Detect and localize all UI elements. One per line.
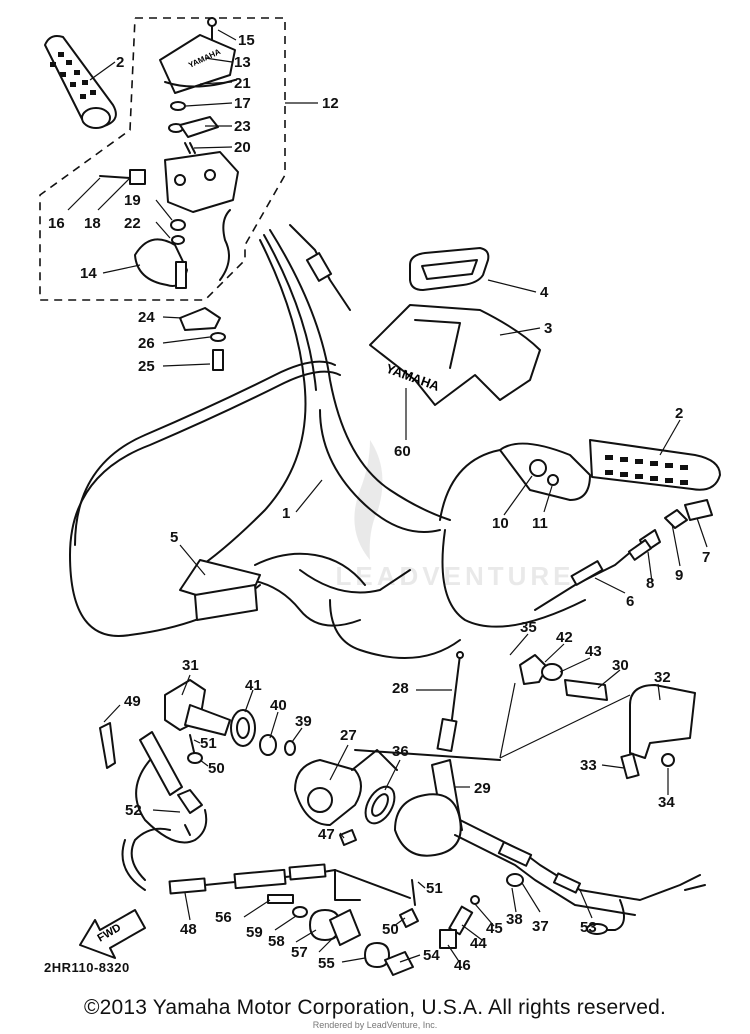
callout-39: 39 <box>295 713 312 730</box>
callout-60: 60 <box>394 443 411 460</box>
lower-cable <box>121 827 419 976</box>
cable-junction <box>179 559 261 621</box>
callout-4: 4 <box>540 284 549 301</box>
callout-18: 18 <box>84 215 101 232</box>
callout-31: 31 <box>182 657 199 674</box>
callout-19: 19 <box>124 192 141 209</box>
callout-41: 41 <box>245 677 262 694</box>
callout-28: 28 <box>392 680 409 697</box>
handlebar-cover: YAMAHA <box>369 304 541 406</box>
starter-assembly <box>294 749 398 846</box>
rendered-by-note: Rendered by LeadVenture, Inc. <box>312 1020 438 1030</box>
callout-54: 54 <box>423 947 440 964</box>
callout-34: 34 <box>658 794 675 811</box>
callout-21: 21 <box>234 75 251 92</box>
callout-15: 15 <box>238 32 255 49</box>
callout-8: 8 <box>646 575 654 592</box>
callout-25: 25 <box>138 358 155 375</box>
throttle-housing <box>99 151 239 289</box>
callout-57: 57 <box>291 944 308 961</box>
callout-14: 14 <box>80 265 97 282</box>
callout-47: 47 <box>318 826 335 843</box>
callout-50-lower: 50 <box>382 921 399 938</box>
small-washers <box>168 101 219 154</box>
callout-6: 6 <box>626 593 634 610</box>
callout-53: 53 <box>580 919 597 936</box>
callout-2-left: 2 <box>116 54 124 71</box>
watermark-text: LEADVENTURE <box>335 561 574 591</box>
left-grip <box>44 35 117 129</box>
callout-59: 59 <box>246 924 263 941</box>
choke-assembly <box>99 679 296 844</box>
watermark: LEADVENTURE <box>335 440 574 591</box>
callout-43: 43 <box>585 643 602 660</box>
fwd-arrow-icon: FWD <box>79 909 146 959</box>
callout-51-lower: 51 <box>426 880 443 897</box>
callout-51-upper: 51 <box>200 735 217 752</box>
callout-22: 22 <box>124 215 141 232</box>
callout-45: 45 <box>486 920 503 937</box>
callout-27: 27 <box>340 727 357 744</box>
callout-55: 55 <box>318 955 335 972</box>
callout-9: 9 <box>675 567 683 584</box>
callout-49: 49 <box>124 693 141 710</box>
callout-42: 42 <box>556 629 573 646</box>
callout-44: 44 <box>470 935 487 952</box>
callout-13: 13 <box>234 54 251 71</box>
callout-24: 24 <box>138 309 155 326</box>
callout-1: 1 <box>282 505 290 522</box>
callout-32: 32 <box>654 669 671 686</box>
copyright-footer: ©2013 Yamaha Motor Corporation, U.S.A. A… <box>83 996 667 1019</box>
cover-gasket <box>409 247 490 291</box>
callout-5: 5 <box>170 529 178 546</box>
callout-12: 12 <box>322 95 339 112</box>
callout-10: 10 <box>492 515 509 532</box>
cables <box>69 209 586 659</box>
callout-36: 36 <box>392 743 409 760</box>
callout-11: 11 <box>532 515 548 532</box>
callout-52: 52 <box>125 802 142 819</box>
right-grip <box>499 439 721 553</box>
throttle-cover: YAMAHA <box>159 17 236 94</box>
callout-20: 20 <box>234 139 251 156</box>
callout-40: 40 <box>270 697 287 714</box>
callout-23: 23 <box>234 118 251 135</box>
callout-17: 17 <box>234 95 251 112</box>
callout-26: 26 <box>138 335 155 352</box>
callout-38: 38 <box>506 911 523 928</box>
throttle-bracket <box>179 307 226 371</box>
leader-lines <box>67 29 708 964</box>
callout-37: 37 <box>532 918 549 935</box>
callout-16: 16 <box>48 215 65 232</box>
cable-6 <box>534 539 653 611</box>
callout-3: 3 <box>544 320 552 337</box>
callout-2-right: 2 <box>675 405 683 422</box>
callout-numbers: 2 15 13 21 17 12 23 20 16 18 19 22 14 24… <box>48 32 710 974</box>
assembly-12-boundary <box>39 17 286 301</box>
callout-35: 35 <box>520 619 537 636</box>
callout-33: 33 <box>580 757 597 774</box>
callout-50-upper: 50 <box>208 760 225 777</box>
callout-7: 7 <box>702 549 710 566</box>
callout-29: 29 <box>474 780 491 797</box>
callout-30: 30 <box>612 657 629 674</box>
callout-58: 58 <box>268 933 285 950</box>
callout-56: 56 <box>215 909 232 926</box>
callout-46: 46 <box>454 957 471 974</box>
callout-48: 48 <box>180 921 197 938</box>
throttle-linkage <box>354 654 696 780</box>
drawing-id: 2HR110-8320 <box>44 960 130 975</box>
